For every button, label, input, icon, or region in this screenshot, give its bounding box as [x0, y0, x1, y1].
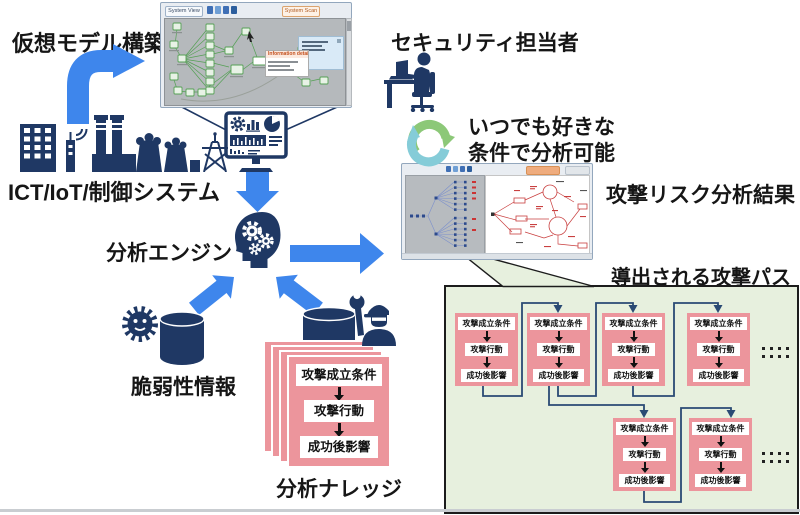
step-action: 攻撃行動	[304, 400, 374, 422]
step-impact: 成功後影響	[608, 369, 659, 382]
malware-icon	[120, 302, 162, 346]
step-precondition: 攻撃成立条件	[458, 317, 515, 330]
label-analysis-knowledge: 分析ナレッジ	[276, 478, 402, 501]
down-arrow-glyph	[640, 436, 649, 447]
down-arrow	[236, 171, 279, 212]
attack-tree-panel	[405, 175, 485, 255]
gear-icon	[258, 233, 274, 249]
label-security-officer: セキュリティ担当者	[391, 32, 579, 55]
tooltip-title: Information detail	[266, 51, 308, 58]
down-arrow-glyph	[629, 357, 638, 368]
attack-path-card: 攻撃成立条件 攻撃行動 成功後影響	[613, 418, 676, 491]
label-virtual-model: 仮想モデル構築	[12, 31, 167, 56]
down-arrow-glyph	[714, 357, 723, 368]
toolbar-icon-3[interactable]	[223, 6, 229, 14]
toolbar-icon-1[interactable]	[446, 166, 451, 172]
pie-chart-icon	[264, 115, 280, 132]
toolbar-icon-2[interactable]	[453, 166, 458, 172]
label-attack-result: 攻撃リスク分析結果	[606, 184, 795, 207]
step-impact: 成功後影響	[461, 369, 512, 382]
step-precondition: 攻撃成立条件	[690, 317, 747, 330]
label-vuln-info: 脆弱性情報	[131, 376, 236, 399]
analysis-engine-icon	[228, 210, 284, 274]
toolbar-icon-2[interactable]	[215, 6, 221, 14]
analysis-cycle-icon	[404, 116, 456, 168]
attack-path-card: 攻撃成立条件 攻撃行動 成功後影響	[527, 313, 590, 386]
right-arrow	[290, 233, 384, 274]
attack-graph-panel	[485, 175, 590, 255]
result-status-bar	[402, 253, 592, 259]
toolbar-icon-4[interactable]	[467, 166, 472, 172]
gear-icon	[248, 242, 262, 256]
label-anytime-1: いつでも好きな	[468, 116, 615, 139]
attack-path-card: 攻撃成立条件 攻撃行動 成功後影響	[689, 418, 752, 491]
system-view-window: System View System Scan	[160, 2, 352, 108]
step-action: 攻撃行動	[623, 448, 666, 461]
step-impact: 成功後影響	[693, 369, 744, 382]
step-action: 攻撃行動	[697, 343, 740, 356]
label-derived-paths: 導出される攻撃パス	[611, 267, 791, 289]
attack-path-card: 攻撃成立条件 攻撃行動 成功後影響	[687, 313, 750, 386]
step-impact: 成功後影響	[695, 474, 746, 487]
step-impact: 成功後影響	[300, 436, 378, 458]
canvas-scrollbar[interactable]	[346, 18, 352, 106]
attack-path-card: 攻撃成立条件 攻撃行動 成功後影響	[455, 313, 518, 386]
result-gray-button[interactable]	[565, 166, 590, 175]
wifi-icon	[75, 128, 88, 141]
down-arrow-glyph	[482, 331, 491, 342]
step-action: 攻撃行動	[699, 448, 742, 461]
knowledge-card: 攻撃成立条件 攻撃行動 成功後影響	[287, 355, 391, 468]
cursor-pointer	[247, 31, 254, 42]
node-tooltip: Information detail	[265, 50, 309, 77]
step-precondition: 攻撃成立条件	[605, 317, 662, 330]
ict-iot-systems-icon	[16, 110, 228, 172]
down-arrow-glyph	[333, 387, 344, 401]
down-arrow-glyph	[714, 331, 723, 342]
gear-icon	[242, 221, 262, 241]
label-analysis-engine: 分析エンジン	[106, 242, 232, 265]
step-precondition: 攻撃成立条件	[296, 364, 382, 386]
down-arrow-glyph	[716, 462, 725, 473]
dashboard-monitor-icon	[224, 111, 288, 173]
label-anytime-2: 条件で分析可能	[468, 142, 615, 165]
step-action: 攻撃行動	[465, 343, 508, 356]
pylon-icon	[202, 135, 228, 172]
step-action: 攻撃行動	[537, 343, 580, 356]
down-arrow-glyph	[640, 462, 649, 473]
bottom-divider	[0, 509, 800, 512]
label-ict-iot: ICT/IoT/制御システム	[8, 180, 220, 205]
network-canvas: Information detail	[164, 18, 346, 106]
security-officer-icon	[384, 48, 448, 112]
step-impact: 成功後影響	[619, 474, 670, 487]
vulnerability-db-icon	[158, 311, 206, 365]
continuation-dots	[762, 347, 789, 361]
analysis-knowledge-stack: 攻撃成立条件 攻撃行動 成功後影響	[263, 340, 403, 475]
step-precondition: 攻撃成立条件	[616, 422, 673, 435]
result-orange-button[interactable]	[526, 166, 560, 175]
step-impact: 成功後影響	[533, 369, 584, 382]
down-arrow-glyph	[482, 357, 491, 368]
step-precondition: 攻撃成立条件	[692, 422, 749, 435]
down-arrow-glyph	[554, 331, 563, 342]
down-arrow-glyph	[554, 357, 563, 368]
attack-path-card: 攻撃成立条件 攻撃行動 成功後影響	[602, 313, 665, 386]
down-arrow-glyph	[629, 331, 638, 342]
step-precondition: 攻撃成立条件	[530, 317, 587, 330]
step-action: 攻撃行動	[612, 343, 655, 356]
mechanic-icon	[348, 290, 396, 346]
system-scan-button[interactable]: System Scan	[282, 6, 320, 17]
attack-result-window	[401, 163, 593, 260]
waveform-band	[230, 135, 266, 146]
toolbar-icon-1[interactable]	[207, 6, 213, 14]
down-arrow-glyph	[716, 436, 725, 447]
up-left-arrow	[189, 275, 234, 315]
continuation-dots	[762, 452, 789, 466]
toolbar-icon-4[interactable]	[231, 6, 237, 14]
system-view-button[interactable]: System View	[165, 6, 203, 17]
toolbar-icon-3[interactable]	[460, 166, 465, 172]
down-arrow-glyph	[333, 423, 344, 437]
